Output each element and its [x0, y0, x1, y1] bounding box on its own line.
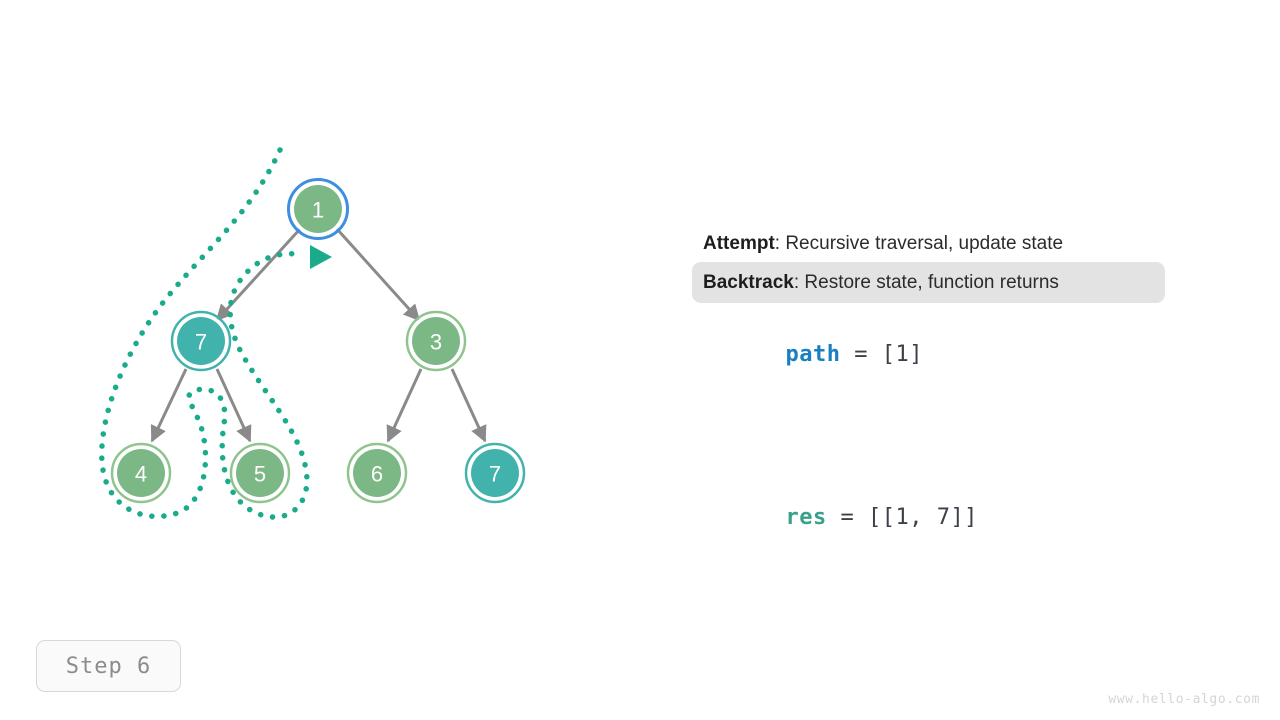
tree-node-7-right[interactable]: 7 [464, 442, 526, 504]
attempt-label: Attempt [703, 233, 775, 254]
traversal-arrowhead-icon [310, 245, 332, 269]
watermark-text: www.hello-algo.com [1108, 692, 1260, 707]
node-outer-ring [405, 310, 467, 372]
binary-tree-diagram: 1 7 3 4 [99, 147, 526, 520]
node-outer-ring [229, 442, 291, 504]
edge-7-to-4 [150, 368, 188, 443]
backtrack-text: : Restore state, function returns [793, 271, 1059, 293]
node-inner-ring [173, 313, 229, 369]
edge-1-to-7 [215, 227, 302, 322]
node-body [353, 449, 401, 497]
node-inner-ring [232, 445, 288, 501]
res-variable-row: res = [[1, 7]] [703, 480, 1173, 555]
node-body [177, 317, 225, 365]
backtrack-label: Backtrack [703, 271, 794, 293]
tree-node-3[interactable]: 3 [405, 310, 467, 372]
attempt-text: : Recursive traversal, update state [774, 233, 1064, 254]
attempt-description-row: Attempt: Recursive traversal, update sta… [703, 226, 1173, 262]
tree-node-label: 4 [135, 462, 147, 487]
tree-node-label: 5 [254, 462, 266, 487]
node-outer-ring [346, 442, 408, 504]
node-inner-ring [113, 445, 169, 501]
edge-7-to-5 [215, 368, 252, 443]
traversal-path [99, 147, 310, 520]
path-variable-value: = [1] [840, 342, 923, 368]
tree-node-5[interactable]: 5 [229, 442, 291, 504]
tree-nodes: 1 7 3 4 [110, 178, 526, 504]
tree-node-1[interactable]: 1 [287, 178, 349, 240]
tree-node-label: 1 [312, 198, 324, 223]
node-body [236, 449, 284, 497]
tree-node-label: 7 [489, 462, 501, 487]
tree-node-4[interactable]: 4 [110, 442, 172, 504]
tree-node-label: 7 [195, 330, 207, 355]
tree-node-6[interactable]: 6 [346, 442, 408, 504]
step-badge: Step 6 [36, 640, 181, 692]
tree-node-label: 6 [371, 462, 383, 487]
edge-3-to-7 [450, 368, 487, 443]
tree-edges [150, 227, 487, 443]
res-variable-value: = [[1, 7]] [826, 505, 978, 531]
path-variable-name: path [785, 342, 841, 368]
edge-3-to-6 [386, 368, 423, 443]
edge-1-to-3 [335, 227, 421, 322]
node-inner-ring [467, 445, 523, 501]
node-inner-ring [349, 445, 405, 501]
node-body [412, 317, 460, 365]
backtrack-description-row: Backtrack: Restore state, function retur… [692, 261, 1165, 304]
tree-node-7-left[interactable]: 7 [170, 310, 232, 372]
node-active-ring [287, 178, 349, 240]
res-variable-name: res [785, 505, 827, 531]
node-inner-ring [408, 313, 464, 369]
tree-node-label: 3 [430, 330, 442, 355]
node-body [294, 185, 342, 233]
node-body [117, 449, 165, 497]
node-outer-ring [464, 442, 526, 504]
info-panel: Attempt: Recursive traversal, update sta… [692, 226, 1173, 555]
node-body [471, 449, 519, 497]
node-outer-ring [170, 310, 232, 372]
node-inner-ring [290, 181, 346, 237]
step-badge-label: Step 6 [65, 653, 152, 679]
node-outer-ring [110, 442, 172, 504]
path-variable-row: path = [1] [703, 317, 1173, 392]
site-watermark: www.hello-algo.com [1108, 692, 1260, 707]
traversal-path-outbound [99, 147, 310, 520]
